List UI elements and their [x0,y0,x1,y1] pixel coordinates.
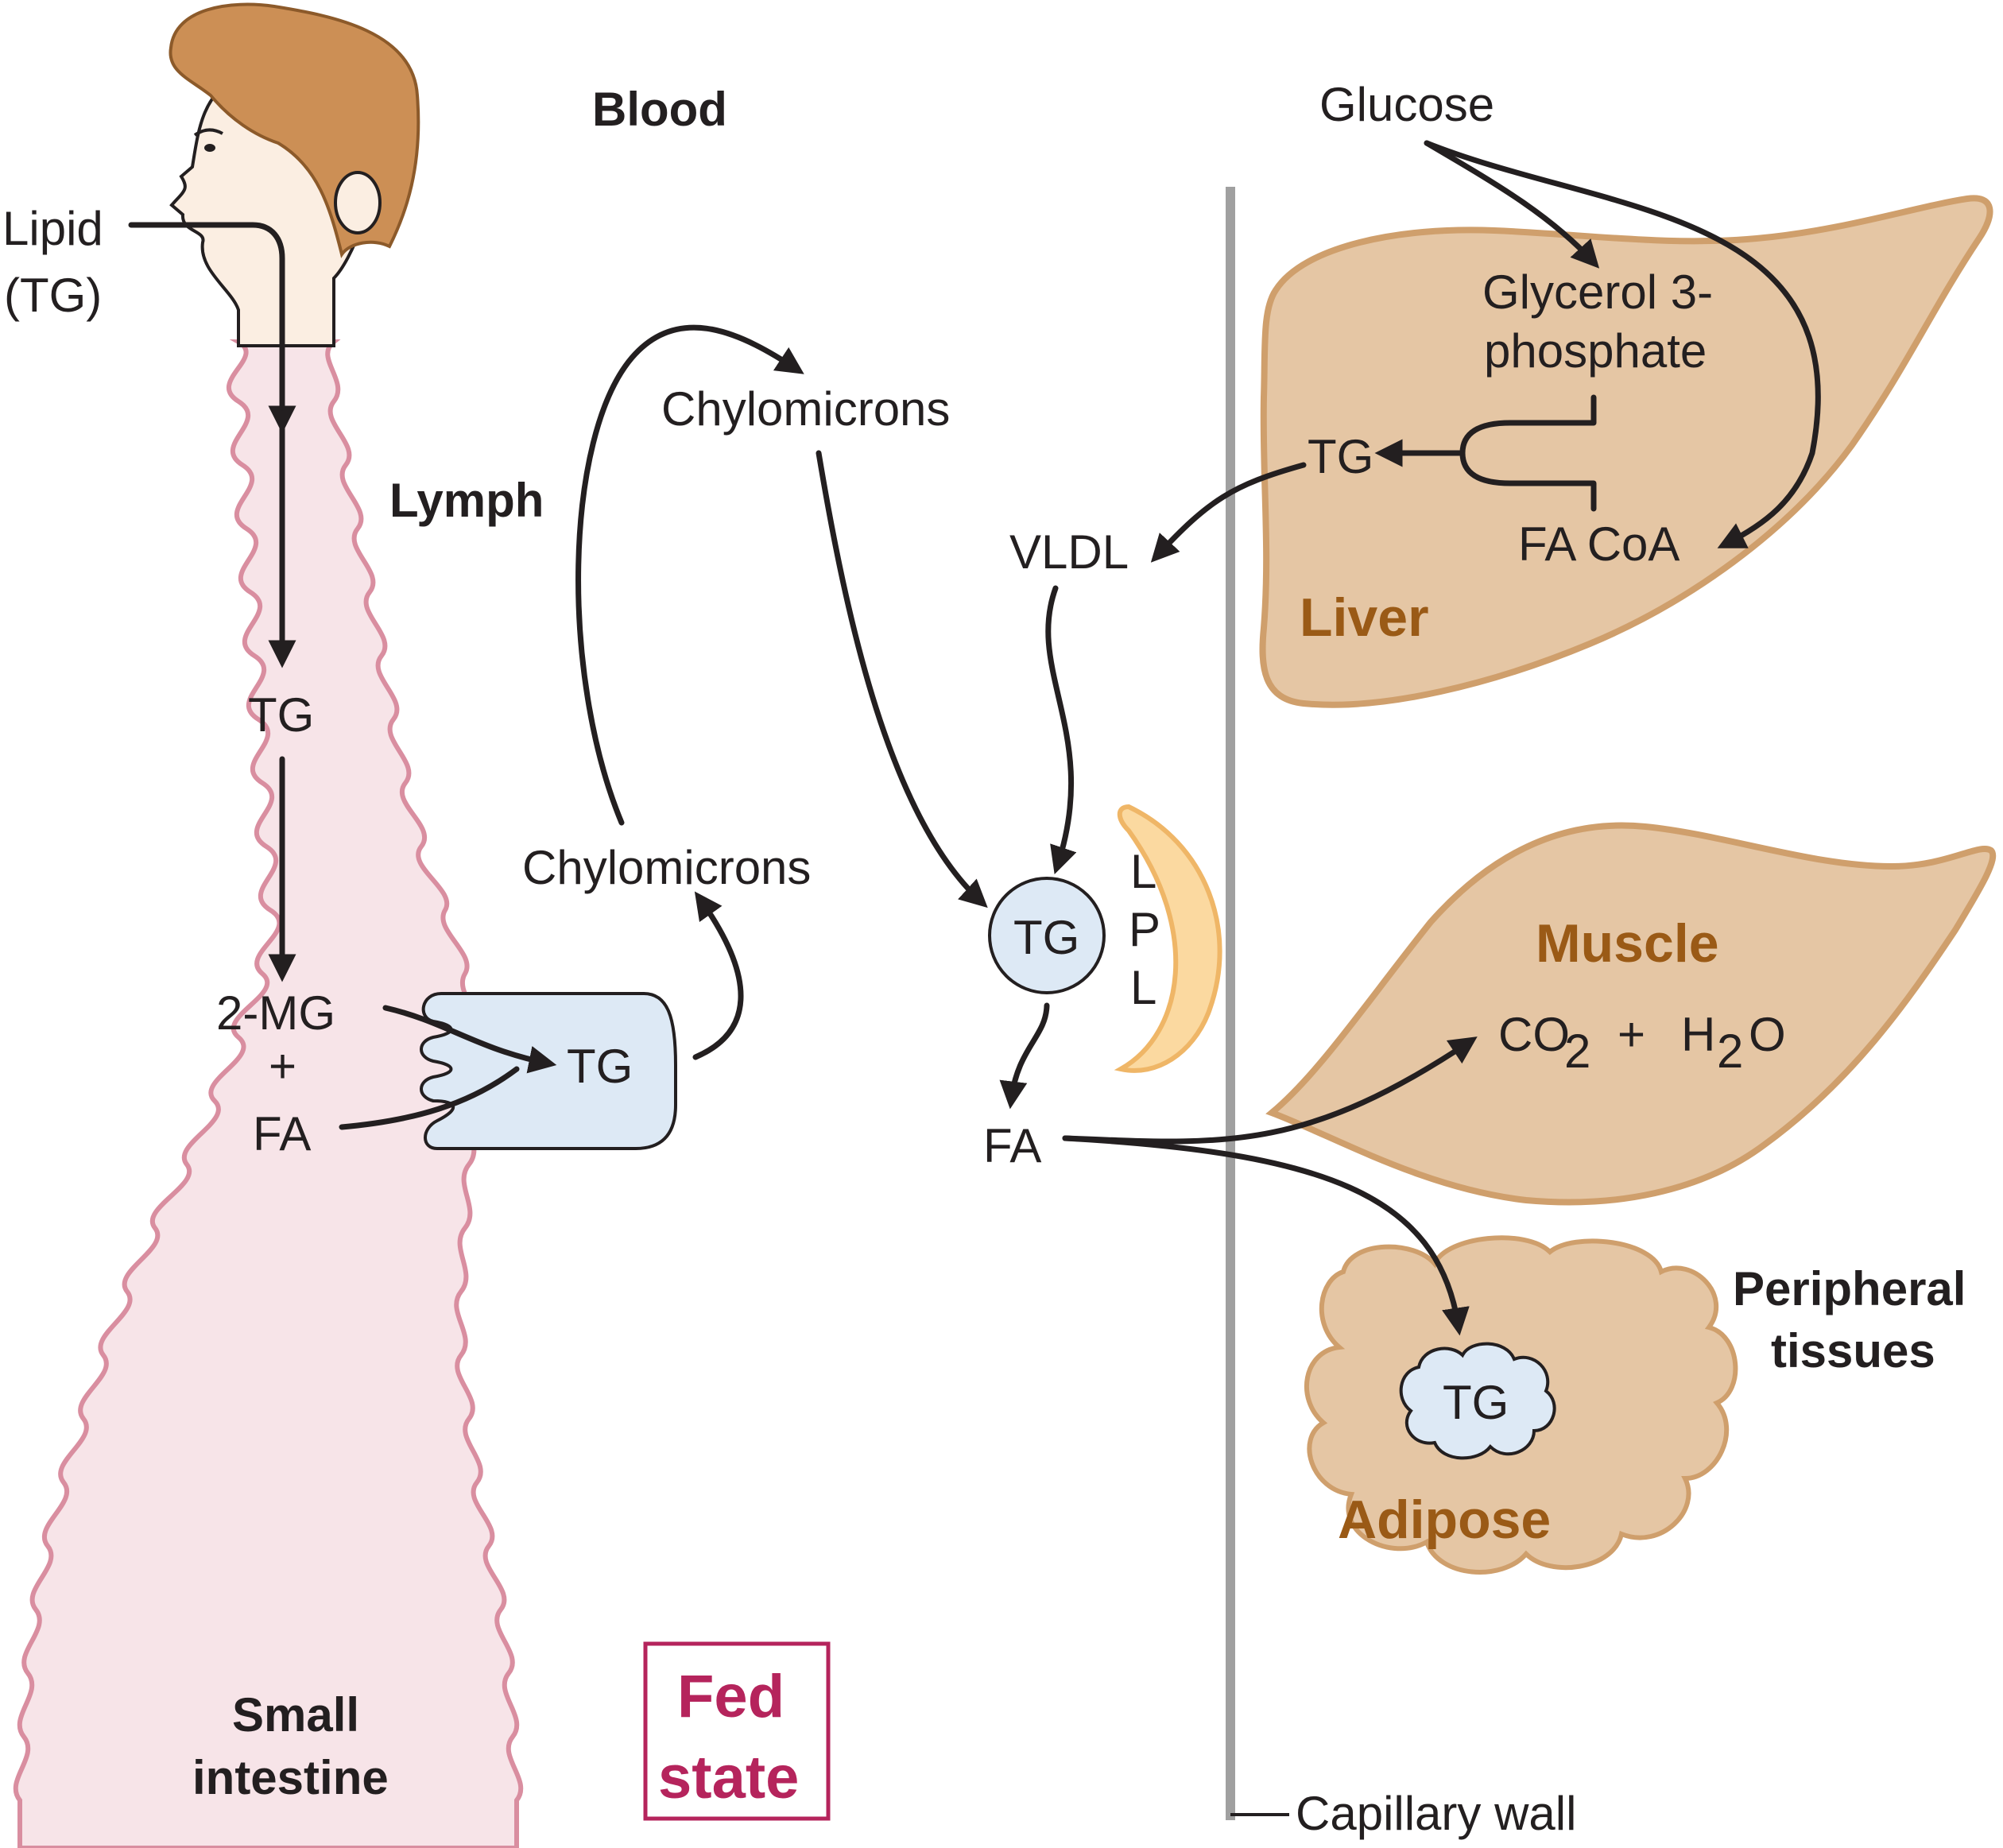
arrow-glucose-to-g3p [1424,140,1600,269]
lpl-label-l1: L [1130,845,1156,898]
lumen-tg-label: TG [248,688,314,742]
plus-label: + [269,1040,296,1093]
h2o-h-label: H [1681,1008,1715,1061]
small-intestine-shape [13,339,524,1848]
mg2-label: 2-MG [216,986,335,1040]
enterocyte-cell [420,992,677,1150]
fed-state-label-1: Fed [677,1663,785,1730]
liver-shape [1259,195,1993,708]
blood-tg-circle [988,877,1106,994]
adipose-tg-droplet [1399,1342,1556,1460]
eyebrow [193,128,223,137]
lpl-enzyme [1114,804,1222,1073]
glycerol-3-phosphate-label-2: phosphate [1484,324,1707,378]
lipid-label: Lipid [2,202,103,255]
muscle-label: Muscle [1536,913,1719,974]
eye [204,144,215,152]
arrow-tg-synthesis [1383,394,1597,512]
fed-state-label-2: state [658,1744,799,1811]
lpl-label-l2: L [1130,961,1156,1014]
muscle-shape [1265,822,1997,1206]
plus-products-label: + [1618,1008,1645,1061]
glucose-label: Glucose [1319,78,1494,131]
vldl-label: VLDL [1009,525,1129,579]
chylomicrons-lower-label: Chylomicrons [522,841,811,894]
enterocyte-tg-label: TG [567,1040,633,1093]
blood-label: Blood [592,83,727,136]
lymph-label: Lymph [389,474,544,527]
small-intestine-label-2: intestine [192,1751,389,1804]
co2-subscript: 2 [1564,1025,1590,1078]
arrow-mg-uptake [382,1005,557,1074]
peripheral-tissues-label-1: Peripheral [1733,1262,1966,1315]
fed-state-box [643,1641,831,1821]
blood-fa-label: FA [983,1119,1041,1172]
co2-label: CO [1498,1008,1570,1061]
arrow-fa-to-adipose [1062,1135,1470,1336]
adipose-tg-label: TG [1443,1376,1509,1429]
blood-tg-label: TG [1013,911,1079,964]
peripheral-tissues-label-2: tissues [1771,1324,1935,1377]
lpl-label-p: P [1129,903,1160,956]
arrow-lipid-ingestion [128,222,296,434]
arrow-liver-tg-to-vldl [1150,462,1307,563]
small-intestine-label-1: Small [232,1688,359,1741]
capillary-wall-label: Capillary wall [1296,1787,1576,1840]
lumen-fa-label: FA [253,1107,311,1160]
arrow-vldl-to-tg [1045,585,1077,874]
adipose-label: Adipose [1338,1490,1551,1550]
h2o-o-label: O [1749,1008,1786,1061]
arrow-tg-to-fa [999,1002,1050,1110]
arrow-fa-uptake [339,1066,520,1130]
pathway-arrows [128,140,1821,1336]
chylomicrons-upper-label: Chylomicrons [661,382,950,436]
arrow-glucose-to-facoa [1424,140,1821,548]
lipid-tg-label: (TG) [4,269,102,322]
arrow-enterocyte-to-chylo [692,891,744,1060]
liver-tg-label: TG [1308,430,1373,483]
arrow-chylo-to-blood [575,324,804,826]
h2o-subscript: 2 [1717,1025,1743,1078]
ear [334,171,382,234]
arrow-chylo-to-tg [816,450,988,909]
glycerol-3-phosphate-label-1: Glycerol 3- [1482,265,1713,319]
liver-label: Liver [1300,587,1429,648]
fa-coa-label: FA CoA [1518,517,1679,571]
